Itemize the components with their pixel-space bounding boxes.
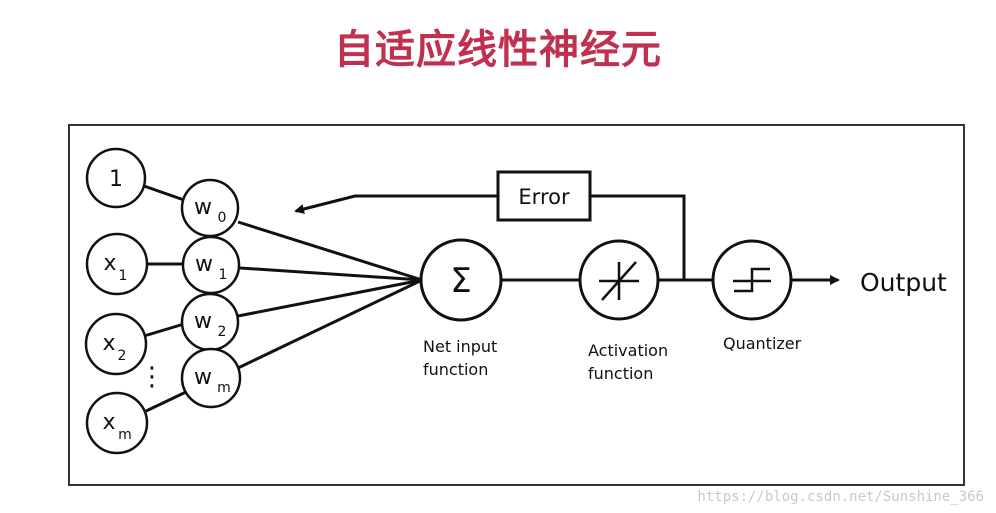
linear-activation-icon [599,261,639,301]
error-feedback-line [590,194,686,280]
weight-sub-m: m [217,380,231,396]
input-label-m: x [102,410,115,435]
edge-input-2 [143,322,185,338]
edge-weight-m [237,278,423,370]
activation-label-line-1: Activation [588,341,668,360]
input-label-0: 1 [109,167,123,192]
net-input-node: Σ [419,238,503,322]
input-sub-1: 1 [119,268,128,284]
sum-icon: Σ [450,261,471,301]
edge-input-m [143,390,187,414]
weight-node-2: w 2 [180,292,240,352]
input-node-2: x 2 [84,312,148,376]
page-title: 自适应线性神经元 [334,27,662,73]
quantizer-label: Quantizer [723,334,802,353]
activation-node [578,239,660,321]
error-label: Error [518,185,570,209]
quantizer-node [711,239,793,321]
step-function-icon [733,267,771,293]
ellipsis: ⋮ [139,362,165,392]
watermark: https://blog.csdn.net/Sunshine_366 [697,489,984,505]
weight-label-m: w [194,365,212,390]
activation-label-line-2: function [588,364,653,383]
input-node-m: x m [85,391,149,455]
error-box: Error [496,170,592,222]
input-label-1: x [103,251,116,276]
net-input-label-line-2: function [423,360,488,379]
edge-input-0 [143,184,185,202]
weight-label-0: w [194,195,212,220]
edge-weight-2 [237,278,423,318]
weight-sum-edges [237,220,423,370]
weight-node-0: w 0 [180,178,240,238]
error-return-arrow [294,194,498,214]
weight-label-1: w [195,252,213,277]
weight-sub-1: 1 [219,267,228,283]
main-flow [294,194,840,285]
input-node-1: x 1 [85,232,149,296]
input-weight-edges [143,184,187,414]
input-node-0: 1 [85,147,147,209]
weight-node-1: w 1 [181,235,241,295]
weight-sub-2: 2 [218,324,227,340]
edge-weight-0 [237,220,423,282]
weight-label-2: w [194,309,212,334]
weight-sub-0: 0 [218,210,227,226]
edge-weight-1 [239,266,423,282]
input-sub-m: m [118,427,132,443]
input-sub-2: 2 [118,348,127,364]
output-label: Output [860,268,947,297]
input-label-2: x [102,331,115,356]
net-input-label-line-1: Net input [423,337,497,356]
weight-node-m: w m [180,347,242,409]
